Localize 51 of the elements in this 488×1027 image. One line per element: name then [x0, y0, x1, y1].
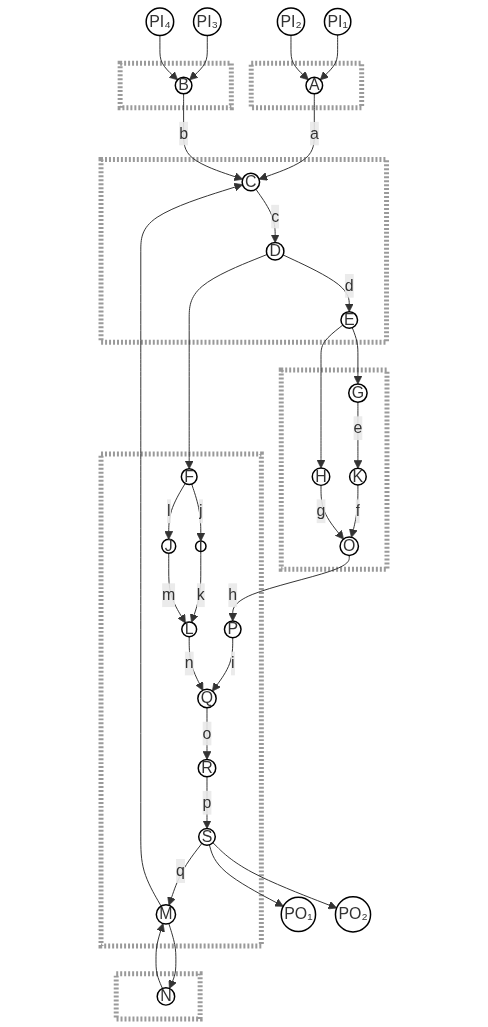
node-circle: L: [181, 621, 198, 638]
node-circle: PO₁: [280, 896, 317, 933]
node-circle: PO₂: [334, 896, 372, 933]
node-circle: R: [197, 758, 217, 778]
edge-label: f: [355, 502, 361, 520]
edge-label: j: [199, 502, 203, 520]
node-circle: D: [265, 241, 285, 261]
edge-label: c: [271, 207, 280, 225]
edge-label: h: [228, 586, 238, 604]
node-circle: C: [241, 172, 261, 192]
edge-label: p: [202, 793, 212, 811]
cluster: [98, 451, 264, 949]
edge-label: e: [353, 419, 363, 437]
node-circle: G: [348, 383, 368, 404]
node-circle: PI₂: [276, 7, 306, 37]
cluster: [98, 156, 390, 345]
node-circle: J: [161, 538, 177, 554]
edge-label: o: [202, 724, 212, 742]
edge-label: d: [344, 276, 354, 294]
cluster: [278, 367, 390, 572]
node-circle: PI₁: [323, 7, 352, 36]
node-circle: N: [156, 986, 176, 1006]
cluster: [117, 60, 234, 111]
edge-label: k: [196, 586, 205, 604]
arrow: [208, 844, 284, 907]
edge-label: m: [162, 586, 176, 604]
node-circle: S: [197, 827, 217, 846]
cluster: [248, 60, 365, 111]
cluster: [113, 971, 203, 1022]
node-circle: P: [223, 620, 242, 639]
edge-label: q: [176, 862, 185, 879]
node-circle: PI₃: [192, 7, 222, 37]
edge-label: g: [316, 502, 326, 520]
node-circle: E: [340, 310, 359, 329]
node-circle: PI₄: [145, 7, 175, 37]
arrow: [202, 707, 212, 760]
node-circle: K: [348, 467, 367, 486]
edge-label: a: [309, 124, 319, 142]
node-circle: F: [180, 468, 198, 486]
edge-label: l: [166, 502, 171, 520]
node-circle: M: [155, 904, 177, 925]
edge-label: n: [184, 654, 194, 672]
node-circle: B: [174, 76, 193, 95]
arrow: [184, 254, 268, 470]
node-circle: O: [339, 536, 360, 557]
node-circle: A: [305, 76, 324, 95]
node-circle: H: [311, 467, 331, 487]
arrow: [320, 484, 344, 540]
node-circle: Q: [197, 688, 217, 709]
edge-label: b: [179, 124, 189, 142]
edge-label: i: [230, 654, 235, 672]
